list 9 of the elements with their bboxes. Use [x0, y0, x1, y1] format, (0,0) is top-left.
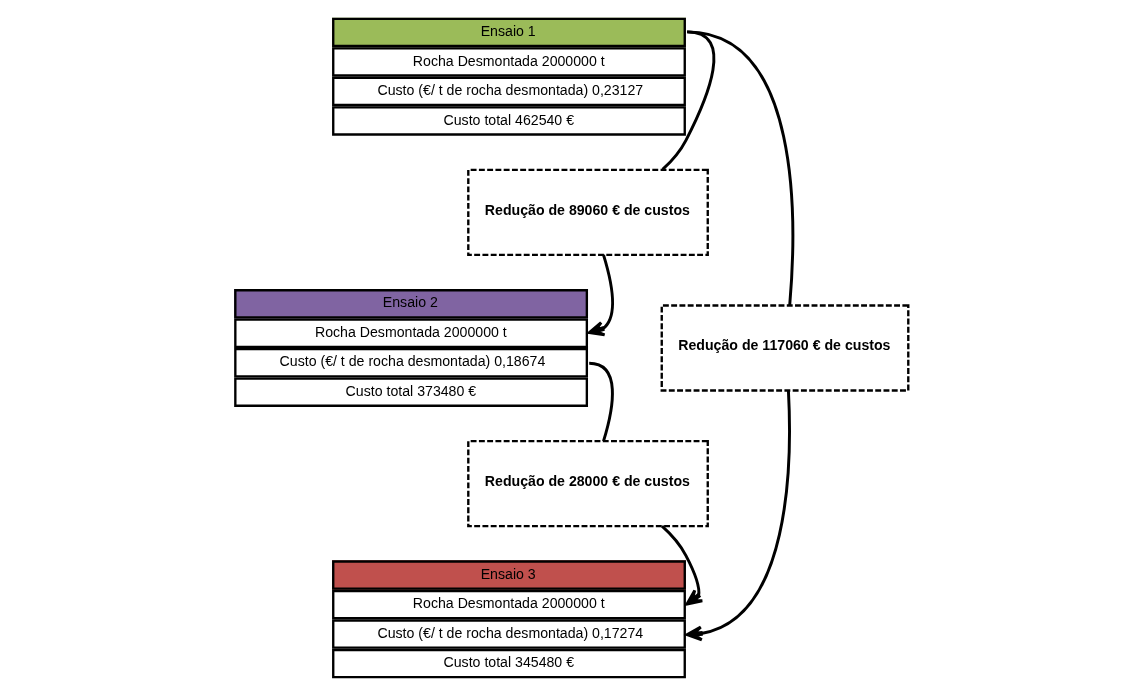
arrow [661, 525, 704, 606]
connector [686, 30, 795, 306]
node-box: Redução de 117060 € de custos [660, 304, 910, 392]
node-box: Redução de 28000 € de custos [467, 440, 709, 528]
node-box: Redução de 89060 € de custos [467, 168, 709, 256]
connector [589, 361, 614, 442]
arrow [685, 390, 791, 642]
arrow [587, 254, 614, 337]
connector [661, 30, 716, 171]
